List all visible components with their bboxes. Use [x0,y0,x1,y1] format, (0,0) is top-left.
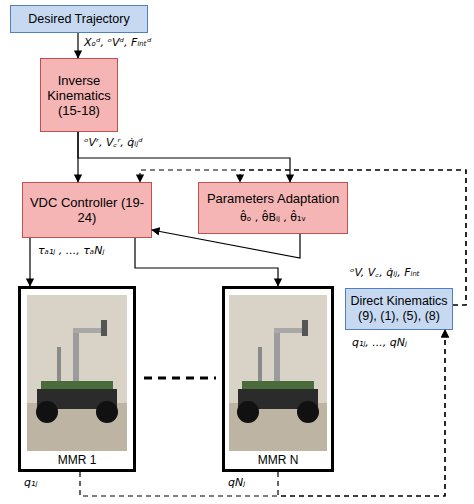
robot-mast [274,331,280,387]
connector-arrow [29,238,30,286]
robot-wheel [237,401,259,423]
signal-label: q₁ⱼ, ..., qNⱼ [352,336,407,350]
node-text: MMR 1 [58,453,97,468]
connector-arrow [135,238,278,286]
kinematics-box: Direct Kinematics (9), (1), (5), (8) [345,288,453,330]
photo-background [27,295,127,451]
connector-arrow [78,132,290,182]
robot-box: MMR N [222,286,334,472]
signal-label: qNⱼ [228,476,245,490]
robot-board [41,381,113,390]
signal-label: q₁ⱼ [24,476,37,490]
connector-arrow [152,230,300,258]
signal-label: τₐ₁ⱼ , ..., τₐNⱼ [38,244,104,258]
ellipsis-dashes [144,377,216,380]
signal-label: ᵒV, V꜀, q̇ᵢⱼ, Fᵢₙₜ [350,266,420,280]
robot-board [242,381,314,390]
controller-box: VDC Controller (19-24) [22,182,152,238]
connector-arrow [77,33,78,58]
robot-gripper [302,320,308,336]
node-text: VDC Controller (19-24) [23,195,151,225]
signal-label: Xₒᵈ, ᵒVᵈ, Fᵢₙₜᵈ [84,36,151,50]
photo-background [229,295,327,451]
robot-box: MMR 1 [18,286,136,472]
robot-photo [27,295,127,451]
robot-arm [274,328,306,333]
robot-gripper [101,320,107,336]
robot-wheel [297,401,319,423]
robot-wheel [36,401,58,423]
robot-wheel [96,401,118,423]
robot-mast [73,331,79,387]
process-box: Inverse Kinematics (15-18) [40,58,118,132]
robot-arm [73,328,105,333]
connector-arrow [77,132,78,182]
robot-photo [229,295,327,451]
node-text: Parameters Adaptation [207,191,339,206]
node-text: Desired Trajectory [28,12,129,27]
node-text: Inverse Kinematics (15-18) [41,73,117,118]
connector-arrow [140,170,466,305]
signal-label: ᵒVʳ, V꜀ʳ, q̇ᵢⱼᵈ [84,136,143,150]
node-text: Direct Kinematics (9), (1), (5), (8) [346,294,452,324]
trajectory-box: Desired Trajectory [10,5,148,33]
adaptation-box: Parameters Adaptation θ̂ₒ , θ̂Bᵢⱼ , θ̂₁ᵥ [198,182,348,234]
node-text: MMR N [258,453,299,468]
parameter-text: θ̂ₒ , θ̂Bᵢⱼ , θ̂₁ᵥ [240,210,306,225]
